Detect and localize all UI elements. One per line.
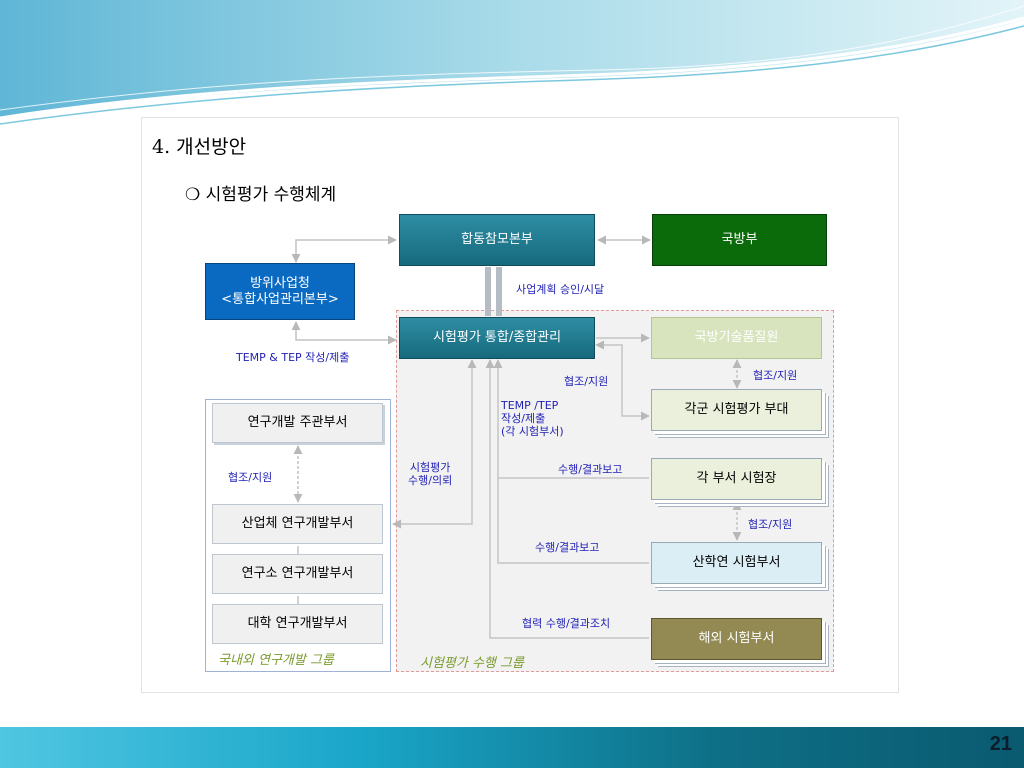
node-dept-test-sites: 각 부서 시험장: [651, 458, 822, 500]
node-service-test-units: 각군 시험평가 부대: [651, 389, 822, 431]
footer-bar: [0, 727, 1024, 768]
label-temp-tep: TEMP & TEP 작성/제출: [236, 351, 350, 364]
group-label-domestic-rd: 국내외 연구개발 그룹: [218, 653, 334, 668]
label-exec-report-1: 수행/결과보고: [558, 463, 623, 476]
node-rd-lead: 연구개발 주관부서: [212, 403, 383, 443]
label-temp-tep-line2: 작성/제출: [501, 412, 546, 425]
label-test-exec-line2: 수행/의뢰: [408, 474, 453, 487]
label-coop-1: 협조/지원: [564, 375, 609, 388]
section-subtitle: ❍ 시험평가 수행체계: [185, 180, 336, 205]
node-overseas-test: 해외 시험부서: [651, 618, 822, 660]
node-test-integration: 시험평가 통합/종합관리: [399, 317, 595, 359]
node-university-rd: 대학 연구개발부서: [212, 604, 383, 644]
section-title: 4. 개선방안: [152, 136, 247, 158]
header-wave-decoration: [0, 0, 1024, 125]
node-institute-rd: 연구소 연구개발부서: [212, 554, 383, 594]
label-coop-3: 협조/지원: [748, 518, 793, 531]
label-temp-tep-line3: (각 시험부서): [501, 425, 564, 438]
label-plan-approval: 사업계획 승인/시달: [516, 283, 605, 296]
label-coop-2: 협조/지원: [753, 369, 798, 382]
label-test-exec: 시험평가 수행/의뢰: [408, 461, 452, 487]
node-dtaq: 국방기술품질원: [651, 317, 822, 359]
node-dapa-line1: 방위사업청: [250, 275, 310, 291]
label-coop-exec: 협력 수행/결과조치: [522, 617, 611, 630]
label-exec-report-2: 수행/결과보고: [535, 541, 600, 554]
node-academia-test: 산학연 시험부서: [651, 542, 822, 584]
node-industry-rd: 산업체 연구개발부서: [212, 504, 383, 544]
page-number: 21: [989, 733, 1012, 755]
group-label-test: 시험평가 수행 그룹: [420, 656, 524, 671]
node-jcs: 합동참모본부: [399, 214, 595, 266]
node-dapa: 방위사업청 <통합사업관리본부>: [205, 263, 355, 320]
node-mnd: 국방부: [652, 214, 827, 266]
bullet-circle-icon: ❍: [185, 185, 201, 205]
label-coop-4: 협조/지원: [228, 471, 273, 484]
label-temp-tep-stack: TEMP /TEP 작성/제출 (각 시험부서): [501, 399, 564, 438]
node-dapa-line2: <통합사업관리본부>: [221, 291, 339, 307]
subtitle-text: 시험평가 수행체계: [205, 185, 337, 205]
label-test-exec-line1: 시험평가: [409, 461, 451, 474]
label-temp-tep-line1: TEMP /TEP: [501, 399, 559, 412]
